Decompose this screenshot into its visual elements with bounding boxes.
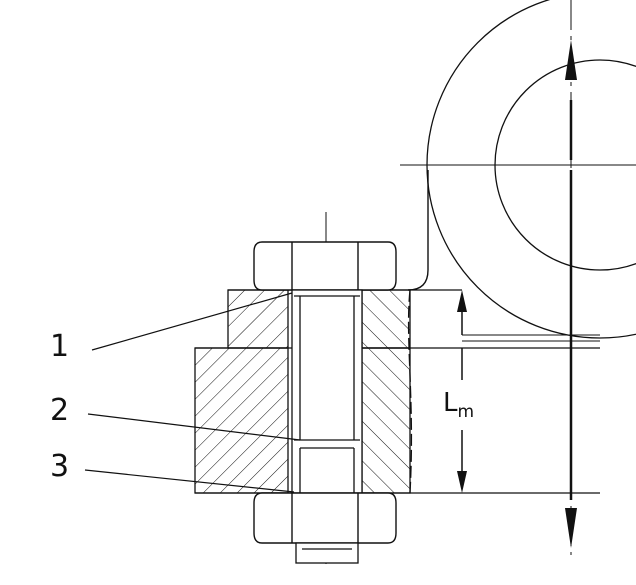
lm-subscript: m [457, 402, 475, 422]
callout-label-2: 2 [50, 393, 70, 428]
upper-plate [195, 289, 600, 349]
bolt-shank [291, 289, 363, 494]
outer-circle [426, 0, 636, 339]
leader-3 [84, 469, 295, 493]
diameter-dimension [565, 40, 577, 548]
bolt-head [253, 241, 397, 291]
lm-dimension-label: Lm [443, 390, 474, 421]
bolt-end [295, 542, 359, 564]
housing-outline [407, 170, 429, 291]
lm-dimension [457, 290, 467, 493]
lower-plate [194, 289, 600, 494]
circular-part [426, 0, 636, 339]
leader-1 [91, 292, 293, 351]
nut [253, 492, 397, 544]
callout-label-3: 3 [50, 449, 70, 484]
callout-label-1: 1 [50, 329, 70, 364]
lm-symbol: L [443, 388, 458, 418]
reference-lines [462, 334, 600, 342]
leader-lines [84, 292, 301, 493]
leader-2 [87, 413, 301, 441]
